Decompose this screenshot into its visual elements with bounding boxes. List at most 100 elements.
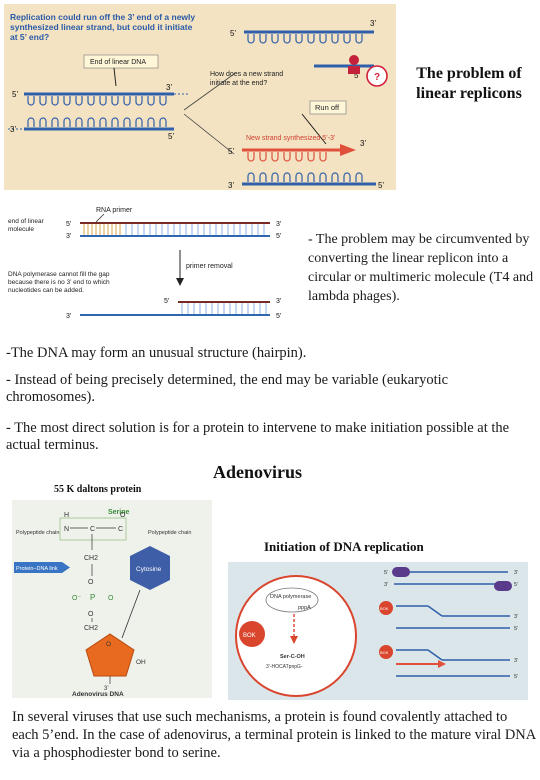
- bullet-protein: - The most direct solution is for a prot…: [6, 420, 510, 453]
- link-arrow: [62, 562, 70, 573]
- figure-initiation-drawing: DNA polymerase pppA BOK Ser-C-OH 3’-HOCA…: [235, 567, 518, 697]
- br-3prime-label: 3’: [360, 139, 366, 148]
- figure-serine-link: Serine H O N C C Polypeptide chain Polyp…: [12, 500, 212, 698]
- initiation-caption: Initiation of DNA replication: [264, 539, 424, 554]
- end-label-line-1: end of linear: [8, 218, 45, 225]
- end-label-line-2: molecule: [8, 226, 34, 233]
- run-off-box: [309, 100, 347, 115]
- bottom-text: In several viruses that use such mechani…: [12, 709, 536, 761]
- dna-polymerase-shape: [265, 587, 319, 613]
- br-5prime-bottom-label: 5’: [378, 181, 384, 190]
- page-title: The problem of linear replicons: [402, 64, 536, 104]
- h-top: H: [64, 512, 69, 519]
- tp-top-left: [392, 567, 410, 577]
- bok-label-main: BOK: [243, 633, 256, 639]
- end-label-arrow: [113, 67, 117, 87]
- dna-polymerase-label: DNA polymerase: [270, 594, 311, 600]
- f2-5prime-bottom: 5’: [164, 298, 170, 305]
- cytosine-hexagon: [130, 546, 170, 590]
- tr-5prime-label: 5’: [230, 29, 236, 38]
- question-line-2: initiate at the end?: [210, 80, 267, 87]
- question-line-1: How does a new strand: [210, 71, 283, 78]
- gap-note-line-2: because there is no 3’ end to which: [8, 279, 110, 286]
- o-phosphate-2: O: [108, 595, 114, 602]
- figure-serine-link-drawing: Serine H O N C C Polypeptide chain Polyp…: [14, 509, 191, 698]
- question-mark: ?: [374, 72, 380, 83]
- br-3prime-bottom-label: 3’: [228, 181, 234, 190]
- protein-size-label: 55 K daltons protein: [54, 484, 142, 495]
- duplex-rungs: [125, 224, 265, 235]
- attack-arrowhead: [290, 636, 298, 644]
- ch2-sugar: CH2: [84, 625, 98, 632]
- protein-dna-link-band: [14, 562, 62, 573]
- end-label-box: [83, 54, 159, 69]
- polypeptide-left: Polypeptide chain: [16, 530, 59, 536]
- f4-5prime-1r: 5’: [514, 582, 518, 588]
- run-off-arrow: [301, 113, 327, 145]
- new-strand-label: New strand synthesized 5’-3’: [246, 135, 336, 142]
- fig1-heading-line-2: synthesized linear strand, but could it …: [10, 22, 193, 32]
- o-minus-label: O⁻: [72, 595, 81, 602]
- top-right-duplex: [244, 30, 374, 68]
- f2-3prime-bottom-right: 3’: [276, 298, 282, 305]
- bullet-variable: - Instead of being precisely determined,…: [6, 372, 449, 405]
- o-top: O: [120, 512, 126, 519]
- c-alpha: C: [90, 526, 95, 533]
- left-3prime-bottom-label: 3’: [10, 125, 16, 134]
- f2-5prime-top: 5’: [66, 221, 72, 228]
- ch2-atom: CH2: [84, 555, 98, 562]
- bok-circle-main: [239, 621, 265, 647]
- page-title-text: The problem of linear replicons: [416, 65, 522, 102]
- p-atom: P: [90, 593, 95, 602]
- figure-primer-removal-drawing: RNA primer end of linear molecule 5’ 3’ …: [8, 207, 282, 320]
- fig1-heading-line-1: Replication could run off the 3’ end of …: [10, 12, 195, 22]
- figure-primer-removal: RNA primer end of linear molecule 5’ 3’ …: [4, 196, 300, 332]
- oh-label: OH: [136, 659, 146, 666]
- bottom-right-duplex: [242, 144, 376, 186]
- figure-replication-runoff-drawing: Replication could run off the 3’ end of …: [8, 12, 388, 190]
- adeno-dna-label: Adenovirus DNA: [72, 691, 124, 698]
- f2-3prime-top-right: 3’: [276, 221, 282, 228]
- f4-5prime-3: 5’: [514, 674, 518, 680]
- f4-3prime-3: 3’: [514, 658, 518, 664]
- primer-removal-label: primer removal: [186, 263, 233, 270]
- cytosine-label: Cytosine: [136, 566, 162, 573]
- figure-initiation: DNA polymerase pppA BOK Ser-C-OH 3’-HOCA…: [228, 562, 528, 700]
- arrow-to-bottom: [183, 113, 235, 155]
- seq-label: 3’-HOCATpnpG-: [266, 664, 303, 670]
- question-bubble: [366, 65, 388, 87]
- serine-label: Serine: [108, 509, 130, 516]
- left-duplex: [8, 92, 190, 131]
- tp-top-right: [494, 581, 512, 591]
- left-5prime-label: 5’: [12, 90, 18, 99]
- bullet-hairpin: -The DNA may form an unusual structure (…: [6, 345, 307, 361]
- o-phosphate-3: O: [88, 611, 94, 618]
- left-5prime-bottom-label: 5’: [168, 132, 174, 141]
- bok-label-2: BOK: [380, 606, 389, 611]
- adenovirus-heading: Adenovirus: [213, 462, 303, 482]
- n-atom: N: [64, 526, 69, 533]
- link-label: Protein–DNA link: [16, 566, 58, 572]
- f4-5prime-1: 5’: [384, 570, 388, 576]
- c-carbonyl: C: [118, 526, 123, 533]
- serine-box: [59, 517, 127, 541]
- primer-rungs: [83, 224, 121, 235]
- f4-5prime-2: 5’: [514, 626, 518, 632]
- fig1-heading-line-3: at 5’ end?: [10, 32, 49, 42]
- run-off-label: Run off: [315, 103, 340, 112]
- polypeptide-right: Polypeptide chain: [148, 530, 191, 536]
- f4-3prime-2: 3’: [514, 614, 518, 620]
- arrow-to-top: [183, 73, 235, 111]
- rna-primer-label: RNA primer: [96, 207, 133, 214]
- end-label: End of linear DNA: [90, 59, 146, 66]
- bottom-rungs: [181, 303, 267, 314]
- bok-label-3: BOK: [380, 650, 389, 655]
- tr-3prime-label: 3’: [370, 19, 376, 28]
- new-strand-arrowhead: [438, 660, 446, 668]
- enzyme-icon: [348, 55, 360, 74]
- problem-text: - The problem may be circumvented by con…: [308, 232, 534, 304]
- f2-3prime-bottom: 3’: [66, 313, 72, 320]
- primer-removal-arrowhead: [176, 278, 184, 286]
- gap-note-line-1: DNA polymerase cannot fill the gap: [8, 271, 110, 278]
- dna-end-label: 3’: [104, 686, 109, 692]
